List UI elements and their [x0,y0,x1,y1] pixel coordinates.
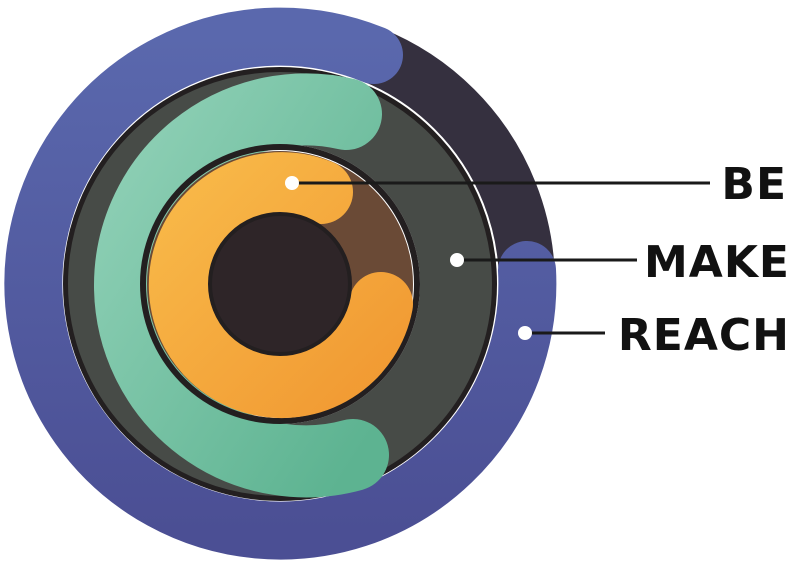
make-label: MAKE [644,237,790,288]
make-marker-dot [450,253,464,267]
leader-lines [292,181,710,335]
reach-ring-arc [4,7,557,560]
make-ring [68,72,492,498]
reach-make-divider [63,67,497,501]
make-be-divider [140,144,420,424]
be-ring-arc [148,152,413,419]
be-ring [147,151,413,419]
reach-marker-dot [518,326,532,340]
reach-ring [4,7,557,560]
reach-label: REACH [618,310,790,361]
core-circle [208,212,352,356]
be-marker-dot [285,176,299,190]
be-label: BE [721,159,787,210]
make-ring-arc [94,73,389,498]
